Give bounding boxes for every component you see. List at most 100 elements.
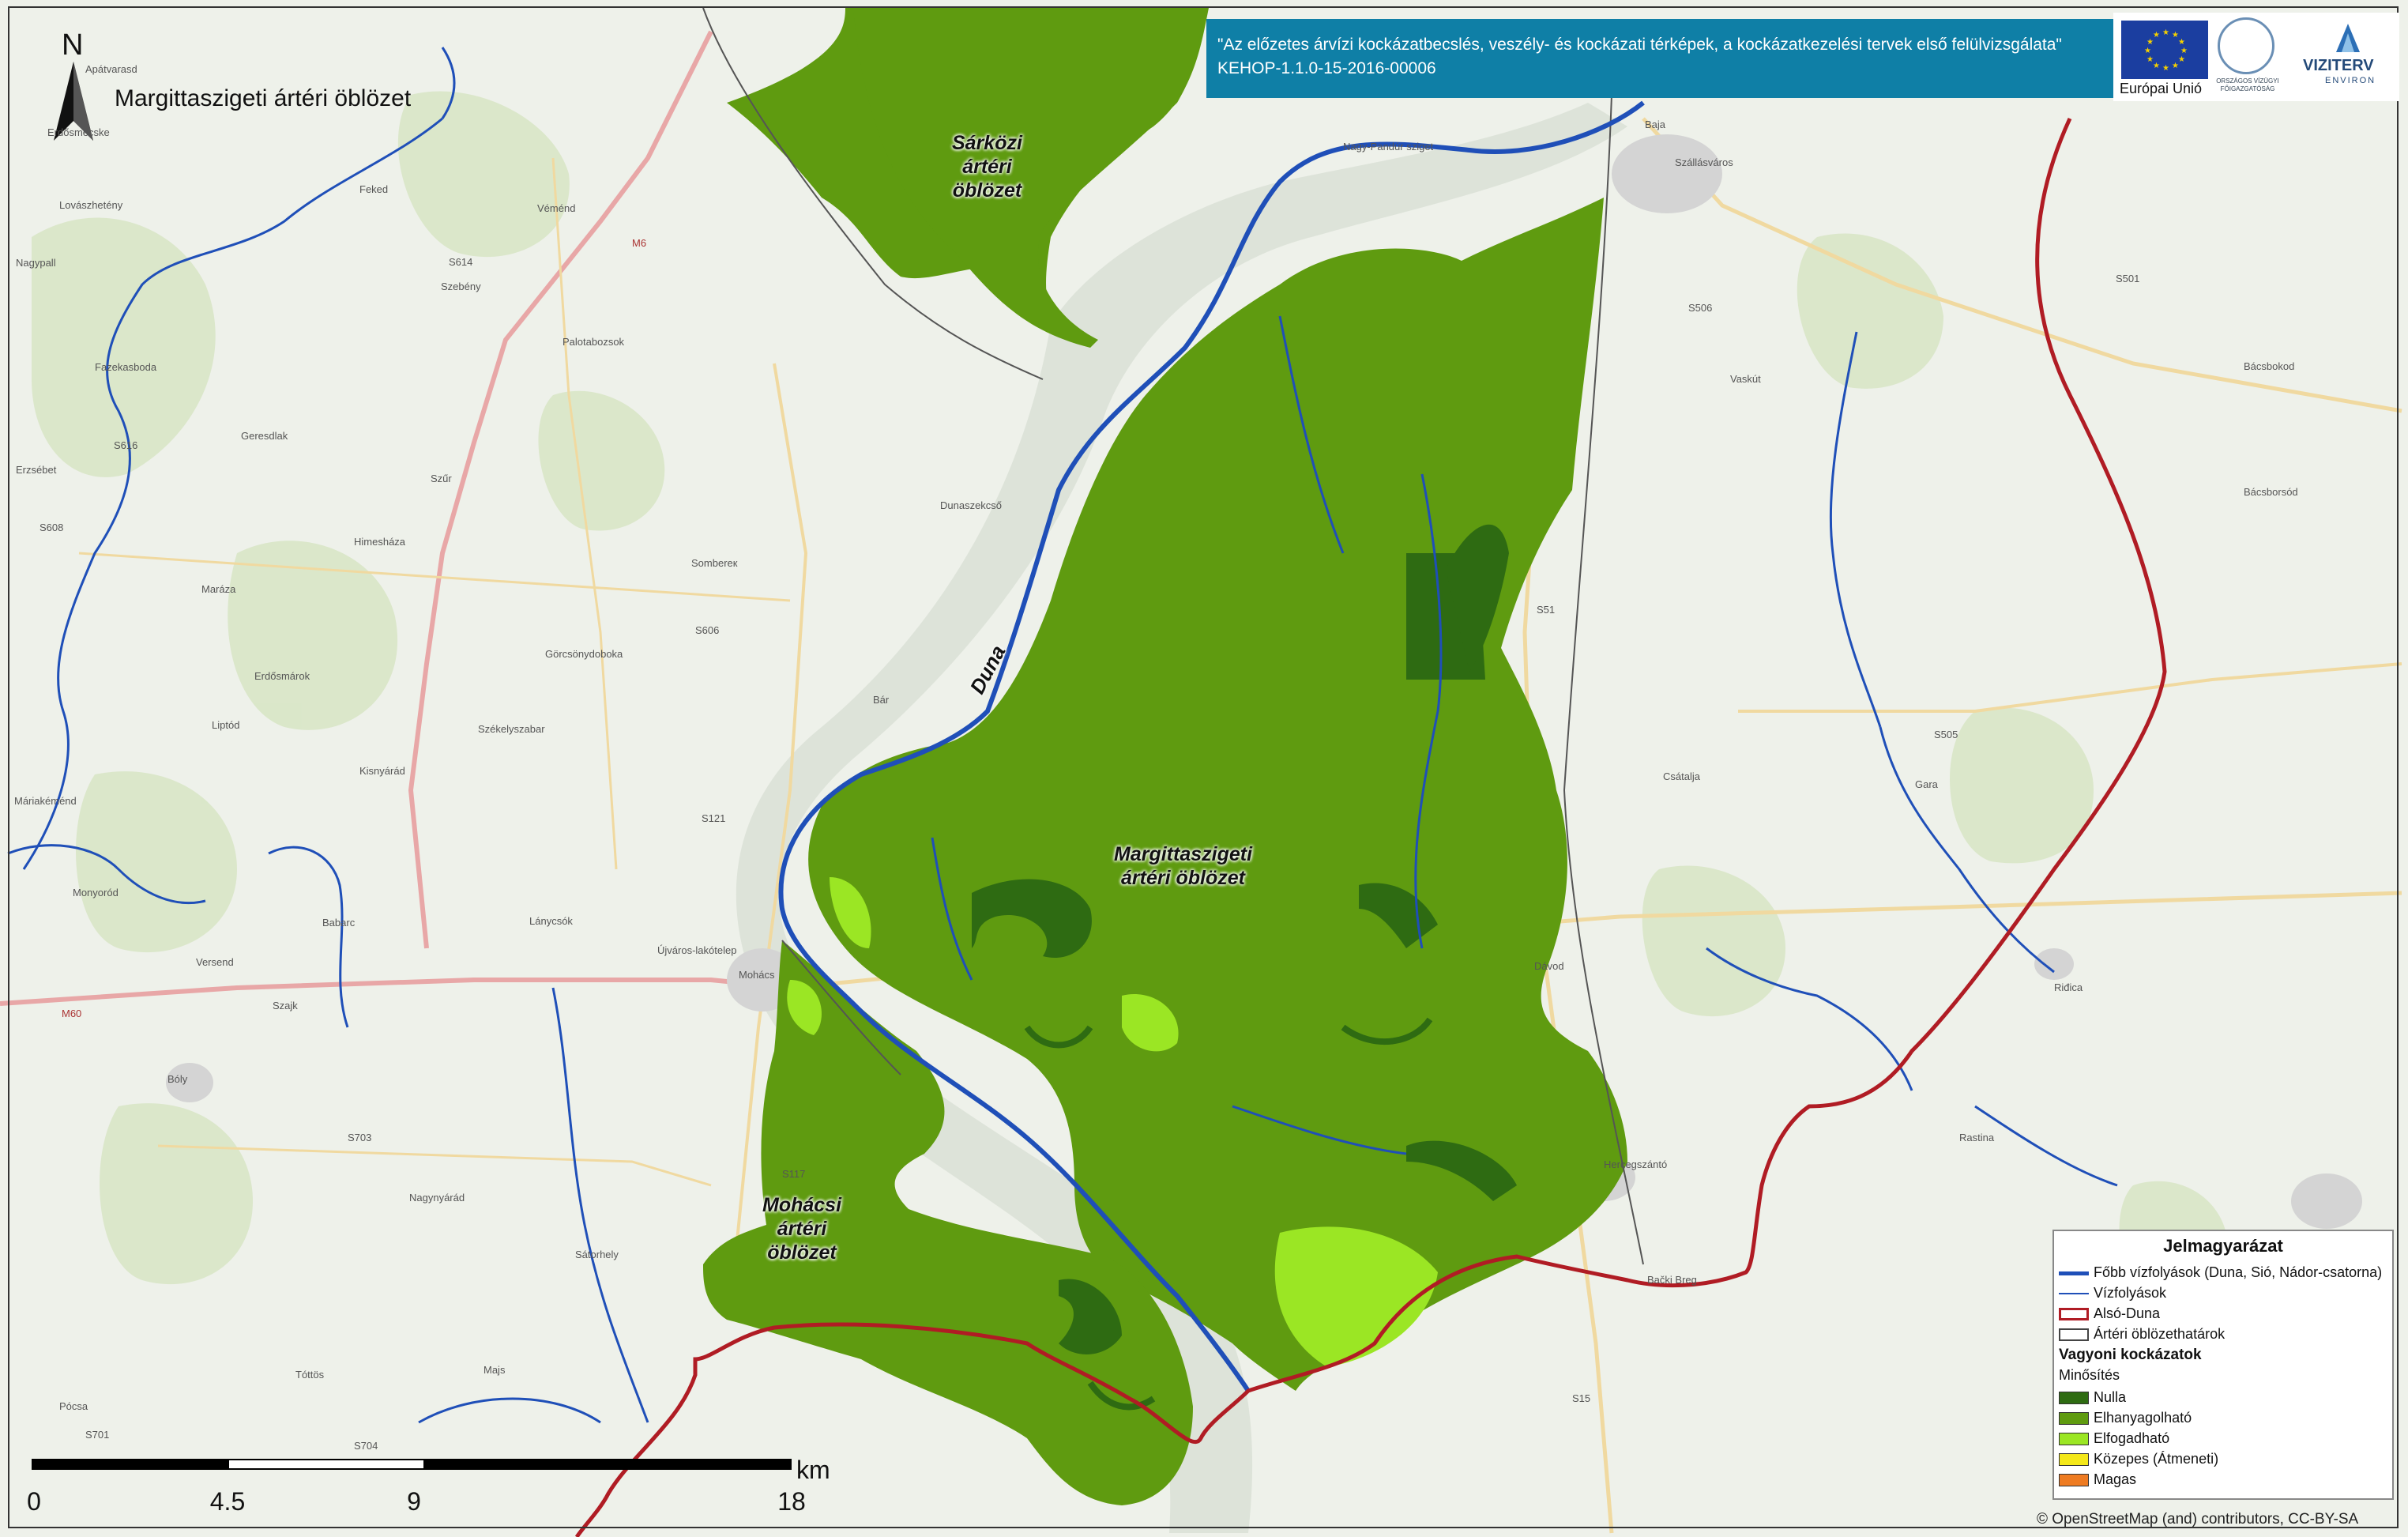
place-label: Pócsa bbox=[59, 1400, 88, 1412]
red-outline-symbol-icon bbox=[2059, 1308, 2089, 1320]
forest-patches bbox=[32, 91, 2228, 1298]
attribution: © OpenStreetMap (and) contributors, CC-B… bbox=[2037, 1511, 2359, 1528]
place-label: Mohács bbox=[739, 969, 775, 981]
place-label: Véménd bbox=[537, 202, 576, 214]
color-swatch bbox=[2059, 1412, 2089, 1425]
ovf-label: ORSZÁGOS VÍZÜGYI FŐIGAZGATÓSÁG bbox=[2216, 77, 2279, 92]
place-label: Himesháza bbox=[354, 536, 406, 548]
place-label: Bácsborsód bbox=[2244, 486, 2298, 498]
road-label: S614 bbox=[449, 256, 473, 268]
scale-label: 4.5 bbox=[209, 1487, 246, 1516]
place-label: Görcsönydoboka bbox=[545, 648, 623, 660]
road-label: S117 bbox=[782, 1168, 806, 1180]
svg-text:★: ★ bbox=[2147, 55, 2154, 64]
road-label: S608 bbox=[40, 522, 64, 533]
place-label: Székelyszabar bbox=[478, 723, 545, 735]
road-label: S505 bbox=[1934, 729, 1958, 740]
gray-outline-symbol-icon bbox=[2059, 1328, 2089, 1341]
place-label: Apátvarasd bbox=[85, 63, 137, 75]
place-label: Szajk bbox=[273, 1000, 298, 1011]
place-label: Riđica bbox=[2054, 981, 2083, 993]
area-label-sarkozi: Sárközi ártéri öblözet bbox=[952, 131, 1022, 202]
place-label: Lovászhetény bbox=[59, 199, 123, 211]
place-label: Bački Breg bbox=[1647, 1274, 1697, 1286]
area-label-line: ártéri bbox=[962, 156, 1012, 178]
road-label: S121 bbox=[702, 812, 726, 824]
svg-text:★: ★ bbox=[2153, 62, 2160, 70]
area-label-line: Mohácsi bbox=[762, 1194, 842, 1216]
road-label: S506 bbox=[1688, 302, 1713, 314]
svg-text:★: ★ bbox=[2178, 55, 2185, 64]
place-label: Palotabozsok bbox=[562, 336, 625, 348]
legend-title: Jelmagyarázat bbox=[2163, 1236, 2283, 1256]
place-label: Majs bbox=[483, 1364, 506, 1376]
legend-label: Főbb vízfolyások (Duna, Sió, Nádor-csato… bbox=[2094, 1264, 2383, 1280]
legend: Jelmagyarázat Főbb vízfolyások (Duna, Si… bbox=[2052, 1230, 2394, 1500]
legend-label: Elfogadható bbox=[2094, 1430, 2170, 1446]
ovf-logo-icon bbox=[2218, 17, 2274, 74]
risk-elfogadhato-patches bbox=[787, 877, 1438, 1367]
place-label: Liptód bbox=[212, 719, 240, 731]
place-label: Sombereк bbox=[691, 557, 738, 569]
place-label: Sátorhely bbox=[575, 1249, 619, 1260]
place-label: Monyoród bbox=[73, 887, 119, 898]
oxbow-lines bbox=[1024, 1017, 1433, 1411]
north-label: N bbox=[62, 28, 84, 62]
scale-segment bbox=[423, 1459, 792, 1470]
place-label: Nagynyárád bbox=[409, 1192, 465, 1204]
svg-text:★: ★ bbox=[2180, 47, 2188, 55]
eu-flag-icon: ★★★ ★★★ ★★★ ★★★ bbox=[2121, 21, 2208, 79]
legend-label: Alsó-Duna bbox=[2094, 1305, 2161, 1321]
road-label: S704 bbox=[354, 1440, 378, 1452]
road-label: S501 bbox=[2116, 273, 2140, 284]
svg-text:★: ★ bbox=[2172, 31, 2179, 40]
scale-unit: km bbox=[796, 1456, 830, 1484]
place-label: Vaskút bbox=[1730, 373, 1761, 385]
svg-text:★: ★ bbox=[2144, 47, 2151, 55]
sarkozi-core bbox=[853, 8, 1201, 348]
scale-segment bbox=[32, 1459, 229, 1470]
place-label: Dunaszekcső bbox=[940, 499, 1003, 511]
road-label: S606 bbox=[695, 624, 720, 636]
area-label-margittaszigeti: Margittaszigeti ártéri öblözet bbox=[1114, 842, 1252, 890]
north-arrow-icon bbox=[54, 62, 93, 141]
viziterv-label: VIZITERV bbox=[2303, 57, 2374, 74]
legend-subsection: Minősítés bbox=[2059, 1367, 2120, 1383]
road-label: S15 bbox=[1572, 1392, 1591, 1404]
legend-item-also-duna: Alsó-Duna bbox=[2054, 1304, 2392, 1324]
svg-text:★: ★ bbox=[2162, 64, 2169, 73]
place-label: Csátalja bbox=[1663, 770, 1700, 782]
risk-nulla-patches bbox=[972, 524, 1517, 1354]
place-label: Szebény bbox=[441, 281, 481, 292]
legend-label: Magas bbox=[2094, 1471, 2137, 1487]
road-label: S616 bbox=[114, 439, 138, 451]
legend-class-elfogadhato: Elfogadható bbox=[2054, 1429, 2392, 1449]
logo-strip: ★★★ ★★★ ★★★ ★★★ Európai Unió ORSZÁGOS VÍ… bbox=[2113, 13, 2399, 101]
eu-label: Európai Unió bbox=[2120, 81, 2203, 96]
place-label: Baja bbox=[1645, 119, 1666, 130]
thin-line-symbol-icon bbox=[2059, 1293, 2089, 1294]
place-label: Versend bbox=[196, 956, 234, 968]
place-label: Erdősmárok bbox=[254, 670, 310, 682]
place-label: Máriakéménd bbox=[14, 795, 77, 807]
road-label: M6 bbox=[632, 237, 647, 249]
area-label-line: Sárközi bbox=[952, 132, 1022, 154]
floodplain-boundaries bbox=[702, 7, 1644, 1265]
area-label-line: öblözet bbox=[767, 1241, 837, 1264]
legend-class-magas: Magas bbox=[2054, 1470, 2392, 1490]
legend-label: Elhanyagolható bbox=[2094, 1410, 2192, 1426]
road-label: S51 bbox=[1537, 604, 1556, 616]
mohacsi-area bbox=[703, 940, 1193, 1505]
scale-bar: 0 4.5 9 18 km bbox=[27, 1456, 837, 1527]
legend-section: Vagyoni kockázatok bbox=[2059, 1347, 2202, 1363]
scale-label: 18 bbox=[777, 1487, 806, 1516]
legend-label: Ártéri öblözethatárok bbox=[2094, 1326, 2226, 1342]
place-label: Tóttös bbox=[295, 1369, 325, 1381]
area-label-line: Margittaszigeti bbox=[1114, 843, 1253, 865]
place-label: Lánycsók bbox=[529, 915, 573, 927]
road-label: S701 bbox=[85, 1429, 110, 1441]
color-swatch bbox=[2059, 1453, 2089, 1466]
svg-text:★: ★ bbox=[2172, 62, 2179, 70]
legend-class-nulla: Nulla bbox=[2054, 1388, 2392, 1408]
